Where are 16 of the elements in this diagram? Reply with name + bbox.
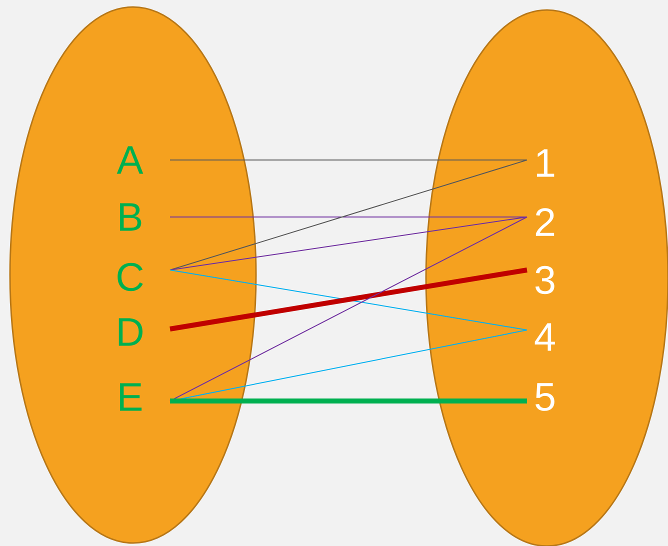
element-label: 2	[536, 208, 554, 236]
element-label: E	[120, 383, 142, 411]
element-label: B	[120, 203, 142, 231]
element-label: C	[118, 262, 143, 292]
connector-line	[170, 160, 528, 270]
element-label: 4	[534, 323, 555, 351]
connector-line	[170, 398, 527, 404]
connector-line	[170, 216, 528, 218]
set-ellipse	[425, 9, 668, 546]
connector-line	[170, 216, 528, 270]
set-ellipse	[9, 6, 257, 544]
element-label: 5	[536, 383, 554, 411]
element-label: A	[116, 146, 144, 174]
element-label: D	[118, 318, 142, 346]
element-label: 1	[536, 149, 554, 177]
element-label: 3	[535, 266, 554, 294]
